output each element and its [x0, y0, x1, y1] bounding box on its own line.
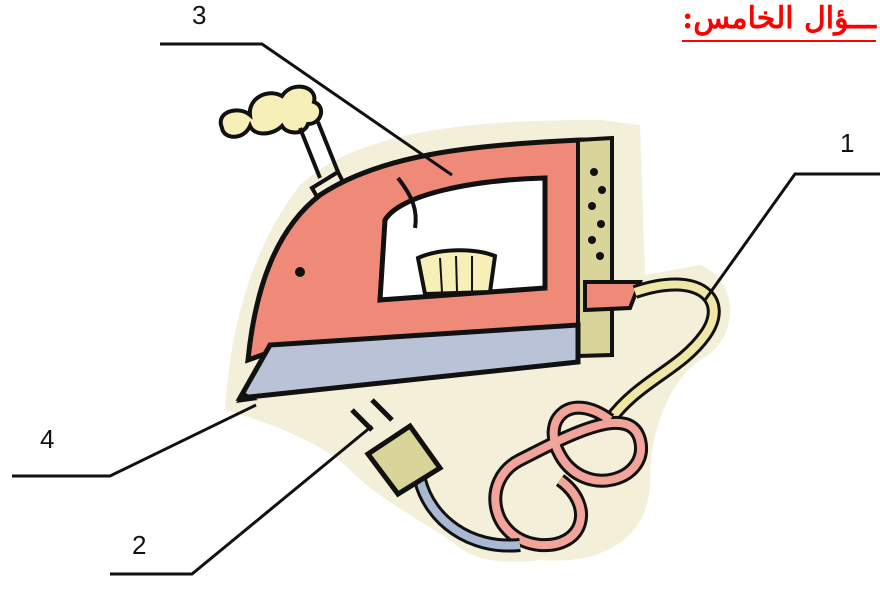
label-1: 1: [840, 128, 854, 159]
leader-line-1: [705, 174, 880, 300]
label-2: 2: [132, 530, 146, 561]
question-title: ـــؤال الخامس:: [682, 2, 876, 42]
side-hole: [295, 267, 305, 277]
cord-connector: [585, 282, 640, 310]
label-4: 4: [40, 424, 54, 455]
label-3: 3: [192, 0, 206, 31]
steam-cloud: [221, 87, 321, 137]
